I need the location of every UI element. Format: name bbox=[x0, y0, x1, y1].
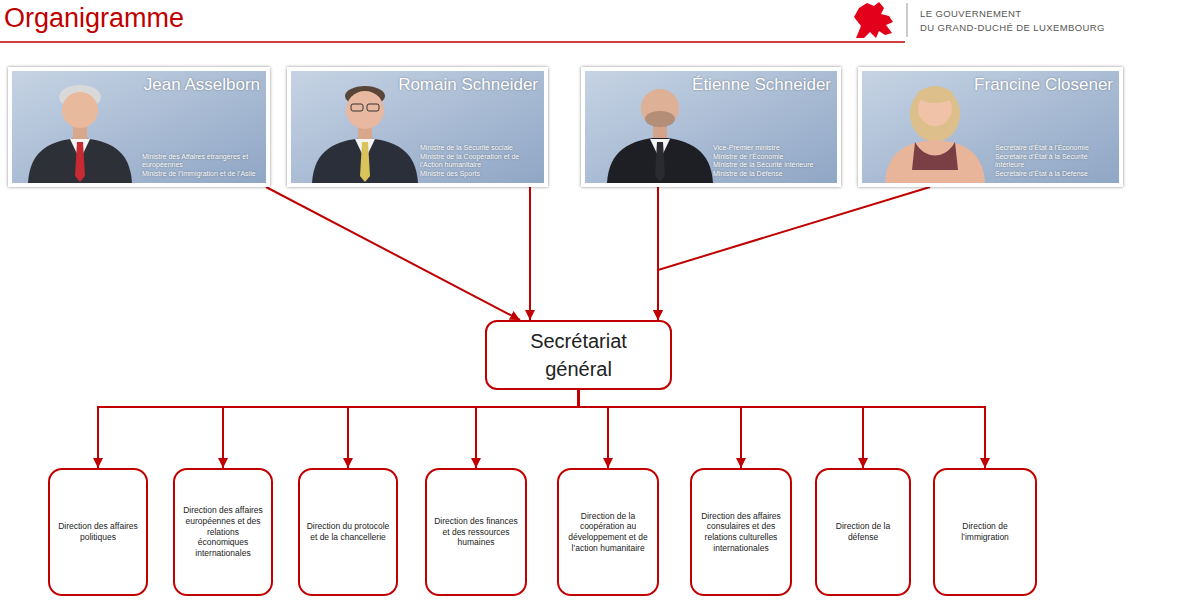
arrow-connector bbox=[476, 390, 579, 468]
minister-title: Vice-Premier ministre bbox=[713, 144, 831, 152]
direction-box: Direction du protocole et de la chancell… bbox=[298, 468, 398, 596]
glasses bbox=[367, 104, 379, 111]
box-label: Direction des affaires consulaires et de… bbox=[698, 511, 784, 554]
box-label: Direction de l’immigration bbox=[941, 521, 1029, 542]
minister-title: Ministre des Sports bbox=[420, 170, 538, 178]
face bbox=[641, 89, 679, 127]
tie bbox=[75, 142, 85, 182]
box-label: Direction de la coopération au développe… bbox=[565, 511, 651, 554]
box-label: Direction de la défense bbox=[823, 521, 903, 542]
person-name: Francine Closener bbox=[868, 75, 1113, 95]
direction-box: Direction des affaires politiques bbox=[48, 468, 148, 596]
minister-title: Ministre de la Défense bbox=[713, 170, 831, 178]
direction-box: Direction de l’immigration bbox=[933, 468, 1037, 596]
arrow-connector bbox=[348, 390, 579, 468]
minister-title: Ministre de la Sécurité sociale bbox=[420, 144, 538, 152]
person-name: Romain Schneider bbox=[297, 75, 538, 95]
portrait bbox=[607, 89, 713, 183]
arrow-connector bbox=[579, 390, 609, 468]
page-title: Organigramme bbox=[4, 3, 184, 34]
minister-card: Romain SchneiderMinistre de la Sécurité … bbox=[287, 67, 548, 187]
minister-title: Secrétaire d’État à l’Économie bbox=[995, 144, 1113, 152]
minister-title: Ministre de l’Immigration et de l’Asile bbox=[142, 170, 260, 178]
person-name: Jean Asselborn bbox=[18, 75, 260, 95]
portrait bbox=[885, 86, 985, 183]
arrow-connector bbox=[98, 390, 579, 468]
minister-title: Ministre de la Coopération et de l’Actio… bbox=[420, 153, 538, 170]
direction-box: Direction des affaires européennes et de… bbox=[173, 468, 273, 596]
face bbox=[62, 92, 98, 128]
person-name: Étienne Schneider bbox=[591, 75, 831, 95]
minister-title: Ministre de la Sécurité intérieure bbox=[713, 161, 831, 169]
box-label: Direction du protocole et de la chancell… bbox=[306, 521, 390, 542]
minister-title: Secrétaire d’État à la Défense bbox=[995, 170, 1113, 178]
box-label: Direction des affaires européennes et de… bbox=[181, 505, 265, 558]
direction-box: Direction des finances et des ressources… bbox=[425, 468, 527, 596]
direction-box: Direction de la défense bbox=[815, 468, 911, 596]
portrait bbox=[312, 86, 418, 183]
face bbox=[346, 91, 384, 129]
card-background bbox=[585, 71, 837, 183]
arrow-connector bbox=[658, 187, 930, 320]
hair bbox=[910, 86, 960, 142]
direction-box: Direction de la coopération au développe… bbox=[557, 468, 659, 596]
minister-card: Francine ClosenerSecrétaire d’État à l’É… bbox=[858, 67, 1123, 187]
logo-text: DU GRAND-DUCHÉ DE LUXEMBOURG bbox=[920, 22, 1105, 33]
card-background bbox=[862, 71, 1119, 183]
fringe bbox=[917, 87, 953, 103]
arrow-connector bbox=[579, 390, 742, 468]
arrow-connector bbox=[266, 187, 520, 320]
card-background bbox=[12, 71, 266, 183]
box-label: Secrétariat général bbox=[505, 327, 652, 383]
arrow-connector bbox=[223, 390, 579, 468]
portrait bbox=[28, 85, 132, 183]
minister-card: Jean AsselbornMinistre des Affaires étra… bbox=[8, 67, 270, 187]
logo-separator bbox=[907, 3, 908, 37]
arrow-connector bbox=[579, 390, 986, 468]
title-rule bbox=[0, 41, 905, 43]
tie bbox=[655, 142, 665, 182]
beard bbox=[645, 111, 675, 127]
glasses bbox=[351, 104, 363, 111]
suit bbox=[28, 138, 132, 183]
minister-title: Ministre des Affaires étrangères et euro… bbox=[142, 153, 260, 170]
box-label: Direction des finances et des ressources… bbox=[433, 516, 519, 548]
secretariat-box: Secrétariat général bbox=[485, 320, 672, 390]
box-label: Direction des affaires politiques bbox=[56, 521, 140, 542]
arrow-connector bbox=[529, 187, 531, 320]
minister-title: Ministre de l’Économie bbox=[713, 153, 831, 161]
top bbox=[885, 140, 985, 183]
lion-logo bbox=[854, 2, 893, 38]
scarf bbox=[912, 142, 958, 170]
suit bbox=[607, 137, 713, 183]
minister-card: Étienne SchneiderVice-Premier ministreMi… bbox=[581, 67, 841, 187]
logo-text: LE GOUVERNEMENT bbox=[920, 8, 1022, 19]
arrow-connector bbox=[579, 390, 864, 468]
card-background bbox=[291, 71, 544, 183]
direction-box: Direction des affaires consulaires et de… bbox=[690, 468, 792, 596]
tie bbox=[360, 142, 370, 182]
suit bbox=[312, 138, 418, 183]
minister-title: Secrétaire d’État à la Sécurité intérieu… bbox=[995, 153, 1113, 170]
